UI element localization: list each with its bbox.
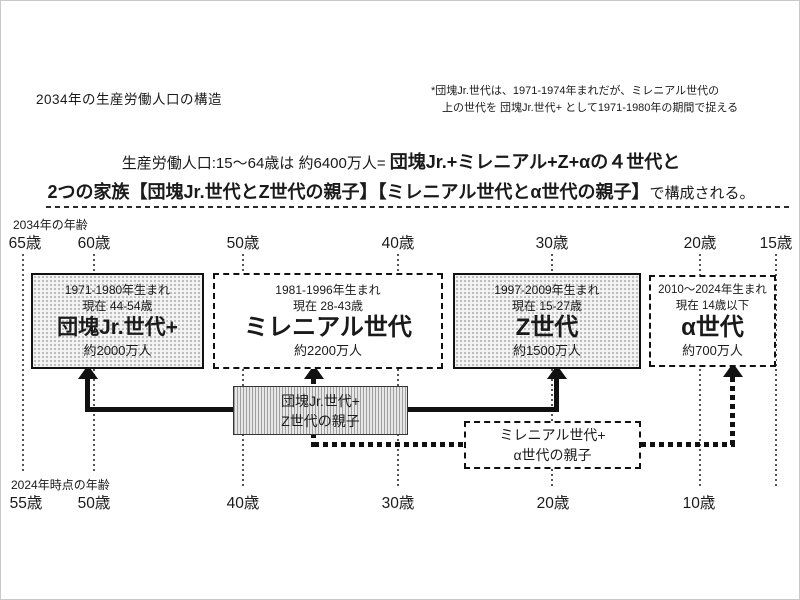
family-box-millennial-alpha: ミレニアル世代+ α世代の親子 bbox=[464, 421, 641, 469]
dotted-connector-left-horizontal bbox=[314, 442, 464, 447]
dotted-connector-right-vertical bbox=[730, 377, 735, 447]
headline-line-1: 生産労働人口:15〜64歳は 約6400万人= 団塊Jr.+ミレニアル+Z+αの… bbox=[1, 148, 799, 174]
generation-box-millennial: 1981-1996年生まれ 現在 28-43歳 ミレニアル世代 約2200万人 bbox=[213, 273, 443, 369]
bottom-tick-40: 40歳 bbox=[226, 495, 260, 512]
top-tick-20: 20歳 bbox=[683, 235, 717, 252]
born-label: 1981-1996年生まれ bbox=[275, 283, 381, 297]
age-label: 現在 14歳以下 bbox=[675, 300, 750, 312]
bottom-tick-55: 55歳 bbox=[9, 495, 43, 512]
top-tick-30: 30歳 bbox=[535, 235, 569, 252]
solid-connector-left-vertical bbox=[85, 377, 90, 412]
family-line-1: ミレニアル世代+ bbox=[499, 427, 606, 443]
page-title: 2034年の生産労働人口の構造 bbox=[36, 92, 223, 107]
bottom-tick-10: 10歳 bbox=[682, 495, 716, 512]
bottom-tick-20: 20歳 bbox=[536, 495, 570, 512]
generation-name: Z世代 bbox=[515, 314, 579, 341]
headline-1-regular: 生産労働人口:15〜64歳は 約6400万人= bbox=[121, 155, 390, 172]
headline-2-bold: 2つの家族【団塊Jr.世代とZ世代の親子】【ミレニアル世代とα世代の親子】 bbox=[47, 182, 650, 202]
headline-2-regular: で構成される。 bbox=[649, 185, 755, 202]
top-tick-40: 40歳 bbox=[381, 235, 415, 252]
footnote-line-1: *団塊Jr.世代は、1971-1974年まれだが、ミレニアル世代の bbox=[431, 85, 720, 97]
generation-name: ミレニアル世代 bbox=[244, 314, 412, 341]
generation-name: 団塊Jr.世代+ bbox=[57, 316, 178, 339]
population-label: 約700万人 bbox=[682, 343, 743, 358]
dotted-connector-right-horizontal bbox=[641, 442, 735, 447]
top-tick-60: 60歳 bbox=[77, 235, 111, 252]
tick-line-20-10 bbox=[699, 254, 701, 489]
family-line-2: Z世代の親子 bbox=[281, 412, 360, 429]
born-label: 1971-1980年生まれ bbox=[64, 283, 171, 297]
born-label: 2010〜2024年生まれ bbox=[658, 284, 767, 296]
age-label: 現在 44-54歳 bbox=[82, 299, 153, 313]
population-label: 約2200万人 bbox=[294, 343, 362, 358]
footnote: *団塊Jr.世代は、1971-1974年まれだが、ミレニアル世代の 上の世代を … bbox=[431, 83, 738, 116]
bottom-axis-label: 2024年時点の年齢 bbox=[11, 478, 110, 492]
top-tick-50: 50歳 bbox=[226, 235, 260, 252]
family-line-1: 団塊Jr.世代+ bbox=[281, 392, 360, 409]
solid-connector-right-vertical bbox=[554, 377, 559, 412]
headline-1-bold: 団塊Jr.+ミレニアル+Z+αの４世代と bbox=[389, 152, 681, 172]
population-label: 約1500万人 bbox=[513, 343, 581, 358]
family-line-2: α世代の親子 bbox=[513, 447, 592, 463]
top-tick-15: 15歳 bbox=[759, 235, 793, 252]
population-label: 約2000万人 bbox=[83, 343, 152, 358]
top-tick-65: 65歳 bbox=[8, 235, 42, 252]
age-label: 現在 15-27歳 bbox=[511, 299, 583, 313]
tick-line-65-55 bbox=[22, 254, 24, 473]
bottom-tick-50: 50歳 bbox=[77, 495, 111, 512]
generation-box-dankai-jr: 1971-1980年生まれ 現在 44-54歳 団塊Jr.世代+ 約2000万人 bbox=[31, 273, 204, 369]
generation-box-gen-alpha: 2010〜2024年生まれ 現在 14歳以下 α世代 約700万人 bbox=[649, 275, 776, 367]
footnote-line-2: 上の世代を 団塊Jr.世代+ として1971-1980年の期間で捉える bbox=[442, 101, 739, 114]
tick-line-40-30 bbox=[397, 254, 399, 489]
generation-box-gen-z: 1997-2009年生まれ 現在 15-27歳 Z世代 約1500万人 bbox=[453, 273, 641, 369]
headline-line-2: 2つの家族【団塊Jr.世代とZ世代の親子】【ミレニアル世代とα世代の親子】で構成… bbox=[1, 178, 799, 204]
family-box-dankai-z: 団塊Jr.世代+ Z世代の親子 bbox=[233, 386, 408, 435]
born-label: 1997-2009年生まれ bbox=[494, 283, 600, 297]
bottom-tick-30: 30歳 bbox=[381, 495, 415, 512]
tick-line-15 bbox=[775, 254, 777, 489]
dashed-separator bbox=[46, 206, 791, 208]
top-axis-label: 2034年の年齢 bbox=[13, 218, 88, 232]
age-label: 現在 28-43歳 bbox=[292, 299, 364, 313]
tick-line-50-40 bbox=[242, 254, 244, 489]
generation-name: α世代 bbox=[681, 314, 744, 341]
